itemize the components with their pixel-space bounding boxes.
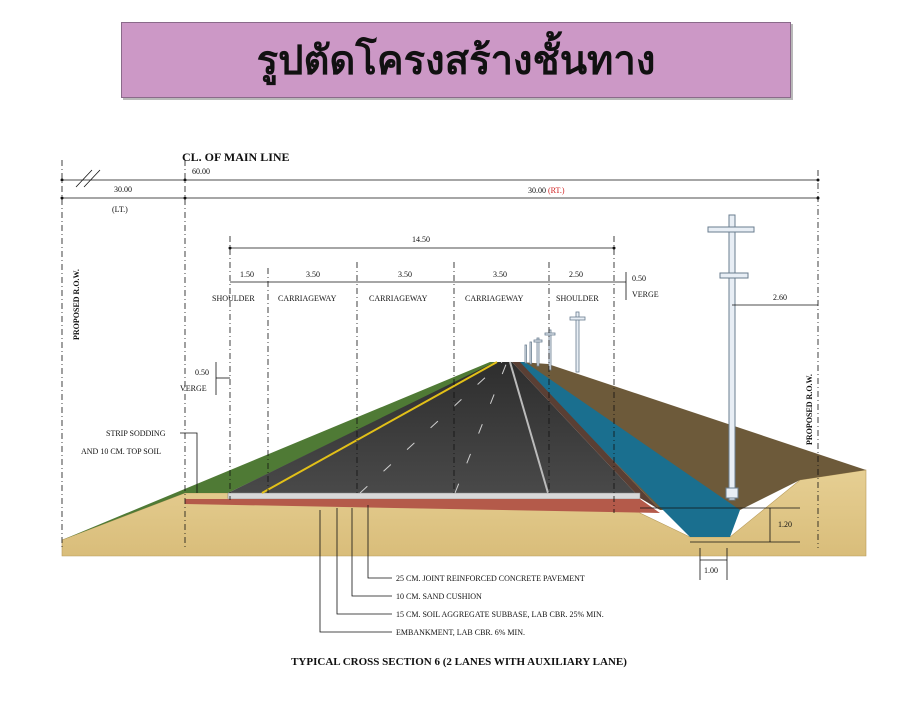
left-verge-width: 0.50 <box>195 368 209 377</box>
sand-layer <box>185 499 660 513</box>
lane-divider <box>454 361 508 494</box>
ditch-width-label: 1.00 <box>704 566 718 575</box>
lane-divider <box>359 361 503 494</box>
lane-label: CARRIAGEWAY <box>465 294 524 303</box>
left-width-label: 30.00 <box>114 185 132 194</box>
left-side-label: (LT.) <box>112 205 128 214</box>
lane-label: SHOULDER <box>556 294 599 303</box>
rt-label: (RT.) <box>548 186 565 195</box>
dimension-ticks <box>60 178 820 250</box>
ditch-water <box>515 362 740 537</box>
lane-label: CARRIAGEWAY <box>278 294 337 303</box>
right-verge-width: 0.50 <box>632 274 646 283</box>
lane-width-label: 3.50 <box>306 270 320 279</box>
ditch-depth-label: 1.20 <box>778 520 792 529</box>
lane-label: SHOULDER <box>212 294 255 303</box>
right-shoulder-strip <box>512 362 660 510</box>
lane-width-label: 2.50 <box>569 270 583 279</box>
right-row-label: PROPOSED R.O.W. <box>805 374 814 445</box>
figure-caption: TYPICAL CROSS SECTION 6 (2 LANES WITH AU… <box>291 656 627 668</box>
concrete-layer <box>227 492 641 500</box>
lane-label: CARRIAGEWAY <box>369 294 428 303</box>
sodding-label-1: STRIP SODDING <box>106 429 166 438</box>
light-pole <box>707 214 755 501</box>
layer-label: 15 CM. SOIL AGGREGATE SUBBASE, LAB CBR. … <box>396 610 604 619</box>
right-slope-soil <box>520 362 866 510</box>
pavement-width-label: 14.50 <box>412 235 430 244</box>
left-row-label: PROPOSED R.O.W. <box>72 269 81 340</box>
page-title: รูปตัดโครงสร้างชั้นทาง <box>256 38 656 84</box>
title-banner: รูปตัดโครงสร้างชั้นทาง <box>121 22 791 98</box>
left-slope-grass <box>62 362 497 540</box>
left-verge-label: VERGE <box>180 384 207 393</box>
distant-poles <box>524 311 586 373</box>
layer-label: 25 CM. JOINT REINFORCED CONCRETE PAVEMEN… <box>396 574 585 583</box>
lane-width-label: 3.50 <box>493 270 507 279</box>
dimension-lines <box>61 160 819 633</box>
total-width-label: 60.00 <box>192 167 210 176</box>
right-verge-label: VERGE <box>632 290 659 299</box>
pole-offset-label: 2.60 <box>773 293 787 302</box>
road-surface <box>228 362 640 498</box>
lane-edge-white <box>509 361 549 494</box>
sodding-label-2: AND 10 CM. TOP SOIL <box>81 447 161 456</box>
centerline-label: CL. OF MAIN LINE <box>182 150 290 164</box>
layer-label: EMBANKMENT, LAB CBR. 6% MIN. <box>396 628 525 637</box>
lane-width-label: 1.50 <box>240 270 254 279</box>
right-width-label: 30.00 (RT.) <box>528 186 565 195</box>
lane-width-label: 3.50 <box>398 270 412 279</box>
layer-label: 10 CM. SAND CUSHION <box>396 592 482 601</box>
lane-edge-yellow <box>261 361 498 494</box>
